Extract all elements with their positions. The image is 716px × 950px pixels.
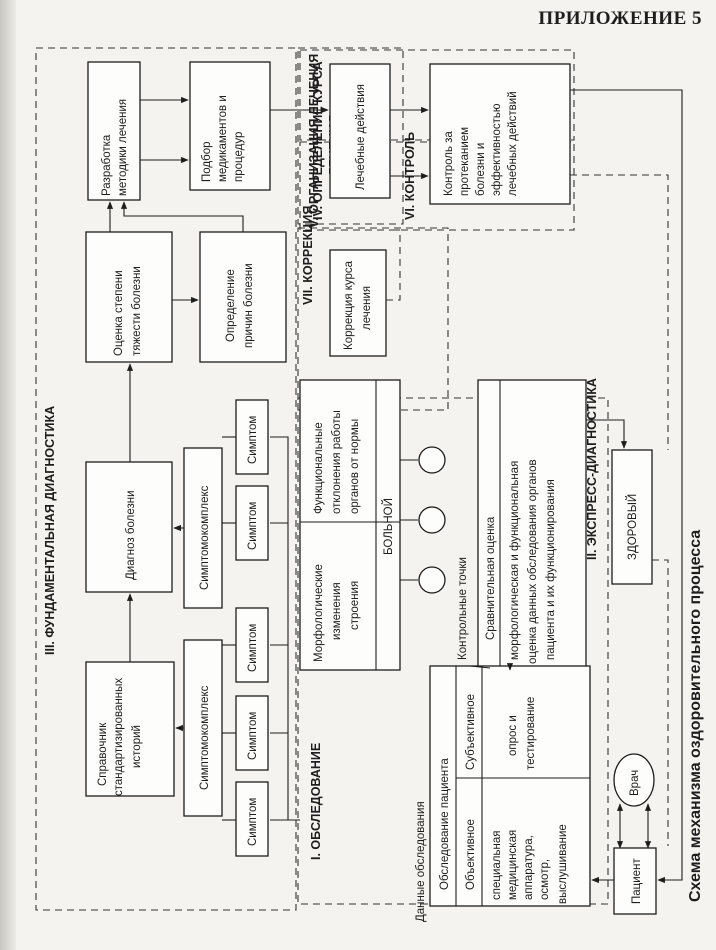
node-patient-text: Пациент [631,858,643,904]
node-control-line2: протеканием [459,127,471,196]
node-comparative-title: Сравнительная оценка [485,516,497,640]
node-method-line2: методики лечения [117,99,129,196]
exam-objective-line2: медицинская [507,830,519,900]
node-diagnosis [85,461,173,593]
appendix-label: ПРИЛОЖЕНИЕ 5 [538,8,702,29]
node-diagnosis-text: Диагноз болезни [125,490,137,580]
node-correction [329,249,387,357]
node-meds-line2: медикаментов и [217,95,229,182]
section-title-fundamental: III. ФУНДАМЕНТАЛЬНАЯ ДИАГНОСТИКА [43,406,57,655]
node-handbook-line1: Справочник [97,722,109,786]
node-comparative [477,379,587,669]
exam-subjective-line1: опрос и [507,715,519,756]
node-func-line3: органов от нормы [349,419,361,514]
node-symptom-4 [235,485,269,561]
control-points: Контрольные точки [400,446,469,660]
node-meds-line3: процедур [233,132,245,182]
node-exam [429,665,591,907]
node-symptom-1 [235,781,269,857]
node-healthy-text: ЗДОРОВЫЙ [626,494,639,560]
exam-objective-label: Объективное [465,819,477,890]
node-symptom-1-text: Симптом [247,798,259,846]
node-morph-line3: строения [349,581,361,630]
node-control-line4: эффективностью [491,103,503,196]
control-points-label: Контрольные точки [457,557,469,660]
node-control-line1: Контроль за [443,131,455,196]
node-sick-label: БОЛЬНОЙ [382,498,395,555]
node-severity-line2: тяжести болезни [131,266,143,356]
node-handbook-line3: историй [131,725,143,768]
node-severity-line1: Оценка степени [113,270,125,356]
node-func-line2: отклонения работы [331,410,343,514]
node-control-line3: болезни и [475,143,487,196]
section-frame-fundamental [35,47,297,911]
node-actions-text: Лечебные действия [355,84,367,190]
node-correction-line1: Коррекция курса [343,260,355,350]
exam-objective-line1: специальная [491,831,503,900]
node-symptom-3 [235,607,269,683]
scan-page-edge [0,0,16,950]
section-frame-course [297,47,404,225]
node-doctor [613,753,655,807]
node-method-line1: Разработка [101,134,113,196]
node-symptom-complex-left-text: Симптомокомплекс [199,685,211,790]
node-symptom-4-text: Симптом [247,502,259,550]
node-patient [613,847,657,915]
node-healthy [611,449,653,585]
exam-subjective-line2: тестирование [525,697,537,770]
symptom-row: Симптом Симптом Симптом Симптом Симптом [235,399,269,857]
node-symptom-2-text: Симптом [247,712,259,760]
control-point-2 [418,506,446,534]
section-title-organization: V. ОРГАНИЗАЦИЯ ЛЕЧЕНИЯ [307,54,321,228]
section-frame-organization [299,49,575,141]
node-meds-line1: Подбор [201,142,213,183]
node-handbook [85,661,175,797]
node-comparative-line1: морфологическая и функциональная [509,461,521,660]
node-symptom-complex-right [183,447,223,609]
node-symptom-5-text: Симптом [247,416,259,464]
node-handbook-line2: стандартизированных [113,678,125,796]
node-correction-line2: лечения [361,286,373,330]
node-symptom-5 [235,399,269,475]
node-causes-line1: Определение [225,269,237,342]
connectors [106,89,683,884]
node-symptom-2 [235,695,269,771]
exam-objective-line4: осмотр, [539,859,551,900]
node-method [87,61,141,201]
node-comparative-line3: пациента и их функционирования [545,479,557,660]
node-causes-line2: причин болезни [243,263,255,348]
exam-data-label: Данные обследования [415,801,427,922]
node-control [429,63,571,205]
section-title-survey: I. ОБСЛЕДОВАНИЕ [309,743,323,860]
node-severity [85,231,173,363]
control-point-3 [418,566,446,594]
node-symptom-complex-right-text: Симптомокомплекс [199,485,211,590]
node-func-line1: Функциональные [313,422,325,514]
node-control-line5: лечебных действий [507,91,519,196]
exam-patient-label: Обследование пациента [439,758,451,890]
node-morph-line1: Морфологические [313,564,325,662]
node-causes [199,231,287,363]
section-title-express: II. ЭКСПРЕСС-ДИАГНОСТИКА [585,378,599,560]
node-symptom-3-text: Симптом [247,624,259,672]
node-symptom-complex-left [183,639,223,817]
node-doctor-text: Врач [629,770,641,796]
node-sick-patient [299,379,401,671]
control-point-1 [418,446,446,474]
exam-objective-line3: аппаратура, [523,835,535,900]
section-frame-correction [297,227,449,411]
section-title-course-line1: IV. ОПРЕДЕЛЕНИЕ КУРСА [311,61,325,220]
node-meds [189,61,271,191]
exam-objective-line5: выслушивание [557,824,569,904]
diagram-caption: Схема механизма оздоровительного процесс… [687,530,704,902]
node-comparative-line2: оценка данных обследования органов [527,459,539,664]
node-actions [329,63,391,199]
section-title-correction: VII. КОРРЕКЦИЯ [301,206,315,305]
exam-subjective-label: Субъективное [465,694,477,770]
node-morph-line2: изменения [331,582,343,640]
